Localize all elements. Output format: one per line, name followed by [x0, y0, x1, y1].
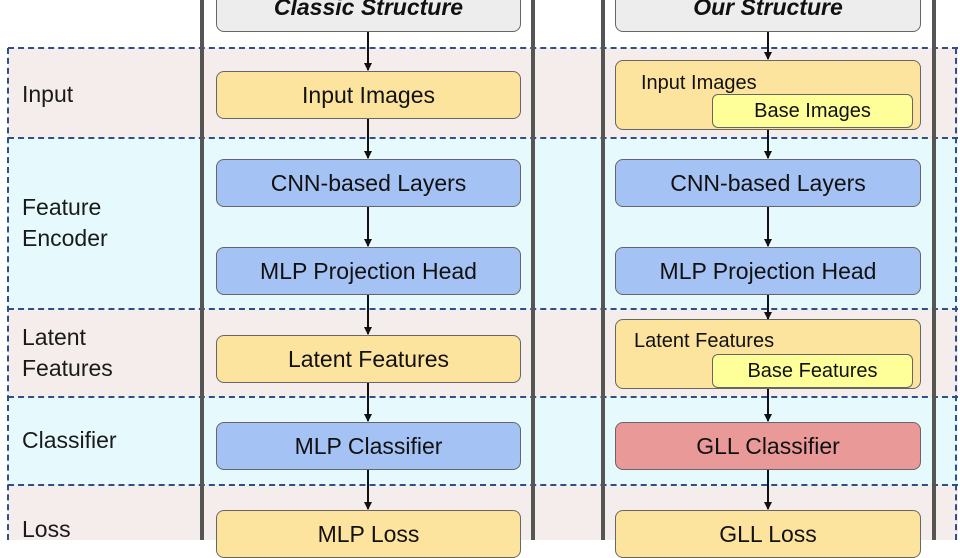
ours-column-rail-right [932, 0, 936, 540]
classic-structure-header: Classic Structure [216, 0, 521, 32]
row-label-line: Encoder [22, 225, 108, 251]
band-right-edge [955, 48, 957, 540]
ours-column-rail-left [601, 0, 605, 540]
ours-base-images-box: Base Images [712, 94, 913, 128]
row-label-line: Latent [22, 324, 86, 350]
band-divider [8, 396, 958, 398]
row-label-line: Features [22, 355, 113, 381]
classic-column-rail-left [200, 0, 204, 540]
band-divider [8, 308, 958, 310]
row-label-loss: Loss [22, 516, 71, 542]
classic-latent-features-box: Latent Features [216, 335, 521, 383]
band-divider [8, 137, 958, 139]
ours-base-features-box: Base Features [712, 354, 913, 388]
ours-gll-classifier-box: GLL Classifier [615, 422, 921, 470]
band-divider [8, 484, 958, 486]
classic-mlp-classifier-box: MLP Classifier [216, 422, 521, 470]
row-label-line: Feature [22, 194, 102, 220]
ours-latent-features-label: Latent Features [634, 330, 775, 352]
ours-gll-loss-box: GLL Loss [615, 510, 921, 558]
ours-mlp-projection-head-box: MLP Projection Head [615, 247, 921, 295]
ours-cnn-layers-box: CNN-based Layers [615, 159, 921, 207]
our-structure-header: Our Structure [615, 0, 921, 32]
classic-mlp-loss-box: MLP Loss [216, 510, 521, 558]
classic-cnn-layers-box: CNN-based Layers [216, 159, 521, 207]
row-label-latent-features: Latent Features [22, 322, 113, 384]
band-left-edge [7, 48, 9, 540]
flow-arrows [364, 32, 772, 510]
classic-input-images-box: Input Images [216, 71, 521, 119]
classic-mlp-projection-head-box: MLP Projection Head [216, 247, 521, 295]
band-divider [8, 47, 958, 49]
row-label-classifier: Classifier [22, 427, 117, 453]
ours-input-images-label: Input Images [641, 72, 757, 94]
row-label-input: Input [22, 81, 74, 107]
row-label-feature-encoder: Feature Encoder [22, 192, 108, 254]
classic-column-rail-right [531, 0, 535, 540]
